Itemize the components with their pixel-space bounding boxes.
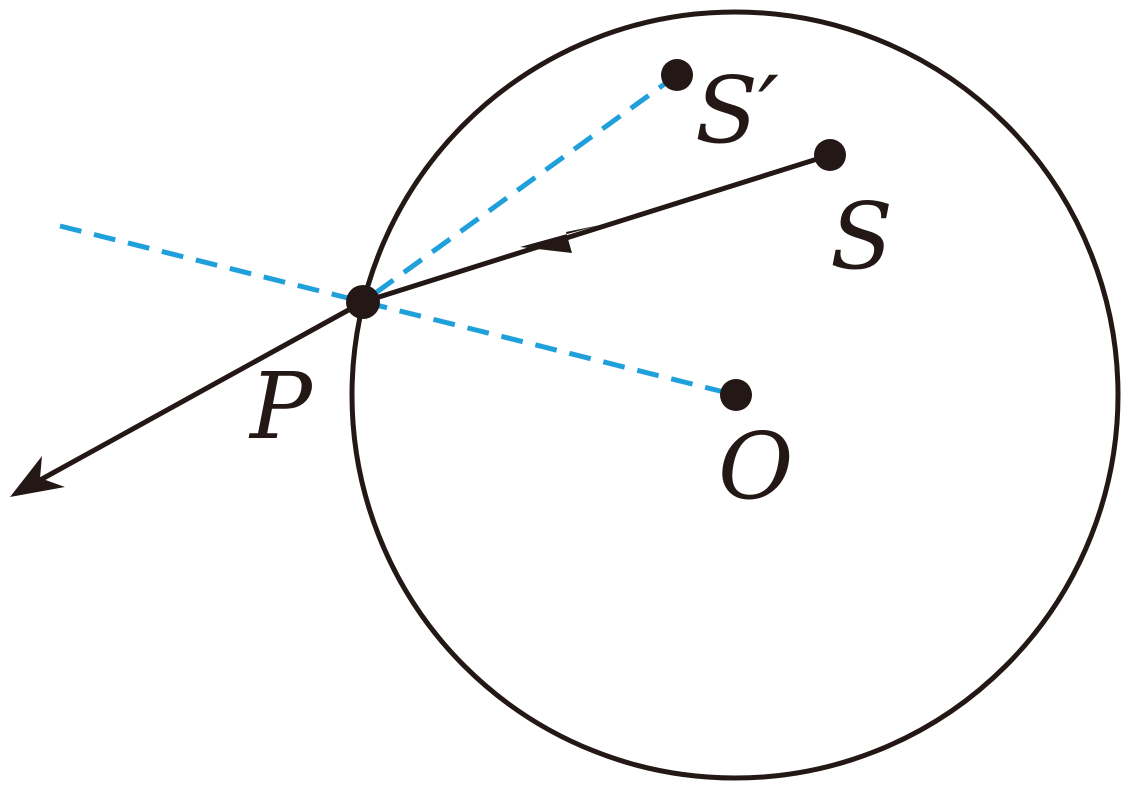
label-s-prime: S′ [695,57,779,164]
point-p [346,285,380,319]
arrowhead-outgoing [10,456,65,497]
dashed-normal-line [59,223,737,398]
label-s: S [830,183,893,290]
point-o [720,379,752,411]
dashed-line-s-prime-to-p [361,72,679,305]
arrowhead-incident [520,225,600,253]
label-p: P [248,353,314,460]
circle [349,9,1121,781]
point-s [814,139,846,171]
point-s-prime [661,59,693,91]
ray-p-outward [20,299,365,493]
ray-s-to-p [362,152,831,305]
label-o: O [718,413,793,520]
